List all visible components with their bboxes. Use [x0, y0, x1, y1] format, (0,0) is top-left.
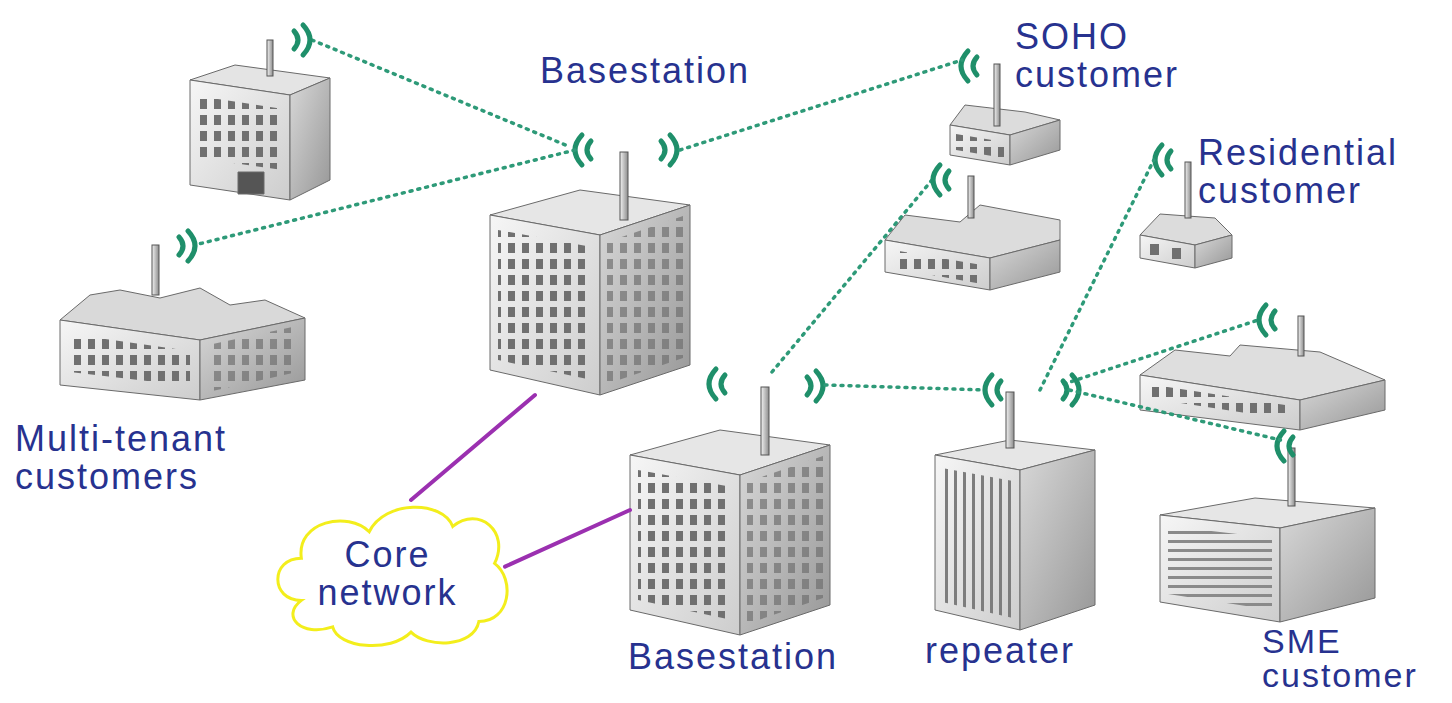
building-label: Multi-tenant customers	[15, 420, 260, 496]
antenna-part	[152, 245, 159, 295]
soho-house-part	[950, 125, 1010, 165]
building-label: SOHO customer	[1015, 18, 1200, 94]
building-label: repeater	[925, 632, 1125, 670]
radio-waves-part	[1277, 431, 1293, 461]
basestation-building: Basestation	[490, 150, 690, 395]
multi-tenant-building	[60, 288, 305, 400]
radio-link	[825, 385, 985, 390]
radio-waves-part	[661, 135, 677, 165]
multi-tenant-building-part	[200, 318, 305, 400]
radio-waves-part	[1155, 145, 1171, 175]
sme-building-part	[1280, 508, 1375, 622]
basestation-tower-part	[740, 445, 830, 635]
basestation-tower-part	[747, 456, 823, 624]
office-building-part	[238, 172, 264, 194]
sme-building-part	[1160, 515, 1280, 622]
house-part	[885, 240, 990, 290]
radio-waves-part	[985, 375, 1001, 405]
residential-house-part	[1140, 235, 1195, 268]
core-link	[411, 395, 535, 500]
repeater-building-part	[935, 455, 1020, 630]
residential-house-part	[1150, 244, 1159, 255]
multi-tenant-building-part	[70, 334, 190, 386]
radio-waves-part	[933, 165, 949, 195]
core-link	[505, 510, 630, 567]
office-building-part	[290, 78, 330, 200]
basestation-tower-part	[638, 470, 732, 620]
building-label: Residential customer	[1198, 134, 1413, 210]
residential-house-part	[1172, 248, 1181, 259]
antenna-part	[994, 64, 1000, 126]
building-label: Basestation	[628, 638, 868, 676]
basestation-tower	[630, 430, 830, 635]
radio-link	[195, 150, 575, 245]
multi-tenant-building-part	[208, 326, 297, 392]
radio-waves-part	[1259, 305, 1275, 335]
house-part	[893, 250, 982, 284]
basestation-tower-part	[490, 215, 600, 395]
basestation-tower-part	[498, 230, 592, 380]
repeater-building-part	[942, 468, 1013, 618]
residential-house	[1140, 214, 1232, 268]
antenna	[152, 40, 1304, 506]
radio-waves-part	[961, 51, 977, 81]
basestation-tower	[490, 190, 690, 395]
repeater-building	[935, 440, 1095, 630]
radio-waves-part	[294, 25, 310, 55]
customer-building: Residential customer	[1140, 160, 1232, 268]
sme-building-part	[1168, 526, 1272, 610]
soho-house-part	[956, 134, 1004, 158]
office-building-part	[190, 80, 290, 200]
industrial-building-part	[1300, 380, 1385, 430]
soho-house-part	[1010, 120, 1060, 165]
cloud-outline-path	[278, 507, 507, 645]
radio-waves-part	[179, 231, 195, 261]
antenna-part	[968, 176, 974, 218]
antenna-part	[1185, 162, 1191, 218]
building-label: Basestation	[540, 52, 800, 90]
multi-tenant-building-part	[60, 320, 200, 400]
office-building	[190, 65, 330, 200]
sme-building	[1160, 498, 1375, 622]
building-label: SME customer	[1262, 624, 1442, 692]
office-building-part	[198, 96, 283, 170]
radio-waves-part	[575, 135, 591, 165]
radio-waves-part	[709, 369, 725, 399]
basestation-tower-part	[607, 216, 683, 384]
antenna-part	[761, 387, 769, 455]
radio-link-part	[312, 40, 568, 146]
cloud-label: Core network	[310, 536, 465, 612]
antenna-part	[267, 40, 273, 76]
repeater-building: repeater	[935, 390, 1095, 630]
basestation-building: Basestation	[630, 385, 830, 635]
radio-link	[1069, 390, 1280, 440]
radio-link	[1040, 160, 1154, 390]
industrial-building	[1140, 345, 1385, 430]
customer-building: SOHO customer	[950, 60, 1060, 165]
customer-building: SME customer	[1160, 440, 1375, 622]
antenna-part	[1298, 316, 1304, 356]
customer-building: Multi-tenant customers	[60, 245, 305, 400]
antenna-part	[620, 152, 628, 220]
core-network-cloud: Core network	[270, 500, 505, 648]
basestation-tower-part	[600, 205, 690, 395]
antenna-part	[1006, 392, 1014, 448]
soho-house	[950, 105, 1060, 165]
industrial-building-part	[1140, 375, 1300, 430]
residential-house-part	[1195, 235, 1232, 268]
house-part	[990, 240, 1060, 290]
radio-waves-part	[807, 371, 823, 401]
repeater-building-part	[1020, 450, 1095, 630]
basestation-tower-part	[630, 455, 740, 635]
